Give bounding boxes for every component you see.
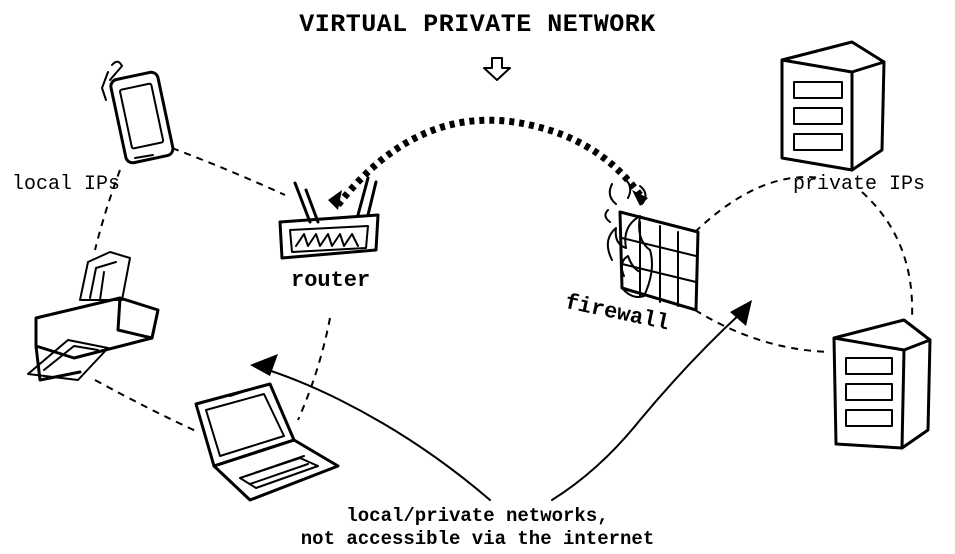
router-icon — [278, 176, 380, 260]
link-server1-server2 — [861, 191, 914, 319]
server-icon-bottom — [832, 318, 932, 450]
smartphone-icon — [101, 60, 175, 165]
link-router-laptop — [297, 317, 331, 421]
caption-line-1: local/private networks, — [346, 505, 609, 527]
firewall-icon — [604, 177, 700, 312]
diagram-title: VIRTUAL PRIVATE NETWORK — [299, 10, 656, 39]
local-ips-label: local IPs — [12, 173, 121, 196]
vpn-tunnel-arc — [328, 116, 648, 210]
link-phone-router — [171, 147, 286, 196]
router-label: router — [291, 268, 371, 293]
link-firewall-server1 — [694, 176, 821, 233]
server-icon-top — [780, 40, 886, 172]
private-ips-label: private IPs — [793, 173, 926, 196]
printer-icon — [27, 251, 160, 382]
laptop-icon — [194, 382, 340, 502]
caption-arrows — [250, 300, 752, 501]
link-firewall-server2 — [694, 309, 831, 353]
link-phone-printer — [94, 169, 121, 251]
caption: local/private networks, not accessible v… — [0, 505, 955, 551]
network-links — [94, 147, 914, 433]
link-printer-laptop — [94, 379, 199, 433]
caption-line-2: not accessible via the internet — [300, 528, 655, 550]
down-arrow-icon — [483, 57, 511, 81]
